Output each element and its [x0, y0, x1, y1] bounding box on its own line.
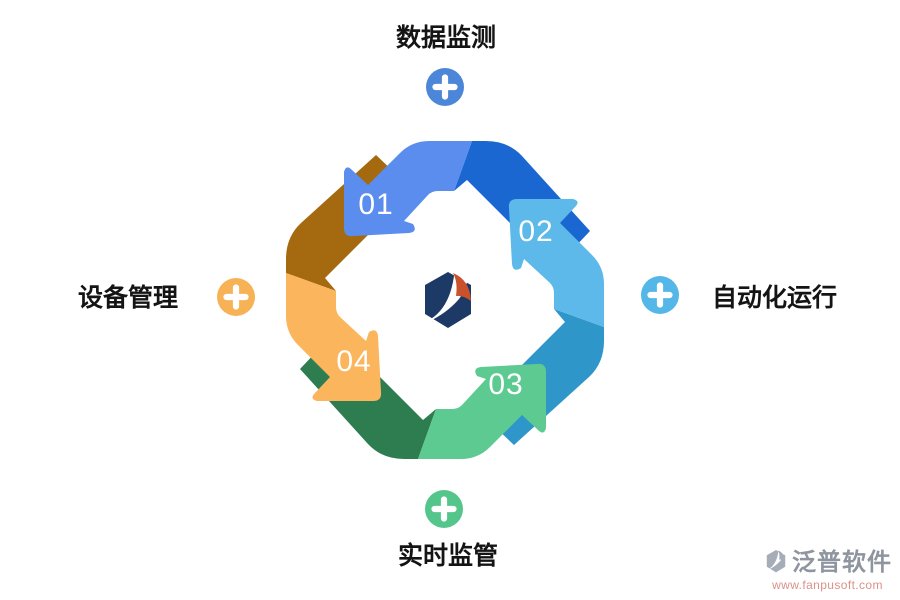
- step-number-02: 02: [518, 215, 554, 248]
- plus-button-left[interactable]: [216, 277, 256, 317]
- step-number-01: 01: [358, 188, 394, 221]
- node-label-bottom: 实时监管: [397, 542, 499, 570]
- watermark-url-text: www.fanpusoft.com: [772, 578, 883, 592]
- plus-button-top[interactable]: [425, 67, 465, 107]
- plus-button-bottom[interactable]: [424, 489, 464, 529]
- watermark: 泛普软件 www.fanpusoft.com: [763, 542, 892, 592]
- plus-icon: [432, 74, 458, 100]
- node-label-left: 设备管理: [77, 284, 179, 312]
- plus-button-right[interactable]: [640, 275, 680, 315]
- plus-icon: [223, 284, 249, 310]
- node-label-right: 自动化运行: [712, 284, 838, 312]
- step-number-03: 03: [488, 368, 524, 401]
- watermark-logo-icon: [764, 547, 786, 572]
- plus-icon: [647, 282, 673, 308]
- ribbon-arrow-04: [286, 273, 382, 401]
- plus-icon: [431, 496, 457, 522]
- ribbon-arrow-03: [418, 363, 546, 459]
- watermark-brand-text: 泛普软件: [792, 549, 892, 576]
- center-logo-icon: [420, 266, 471, 328]
- step-number-04: 04: [336, 345, 372, 378]
- node-label-top: 数据监测: [395, 24, 497, 52]
